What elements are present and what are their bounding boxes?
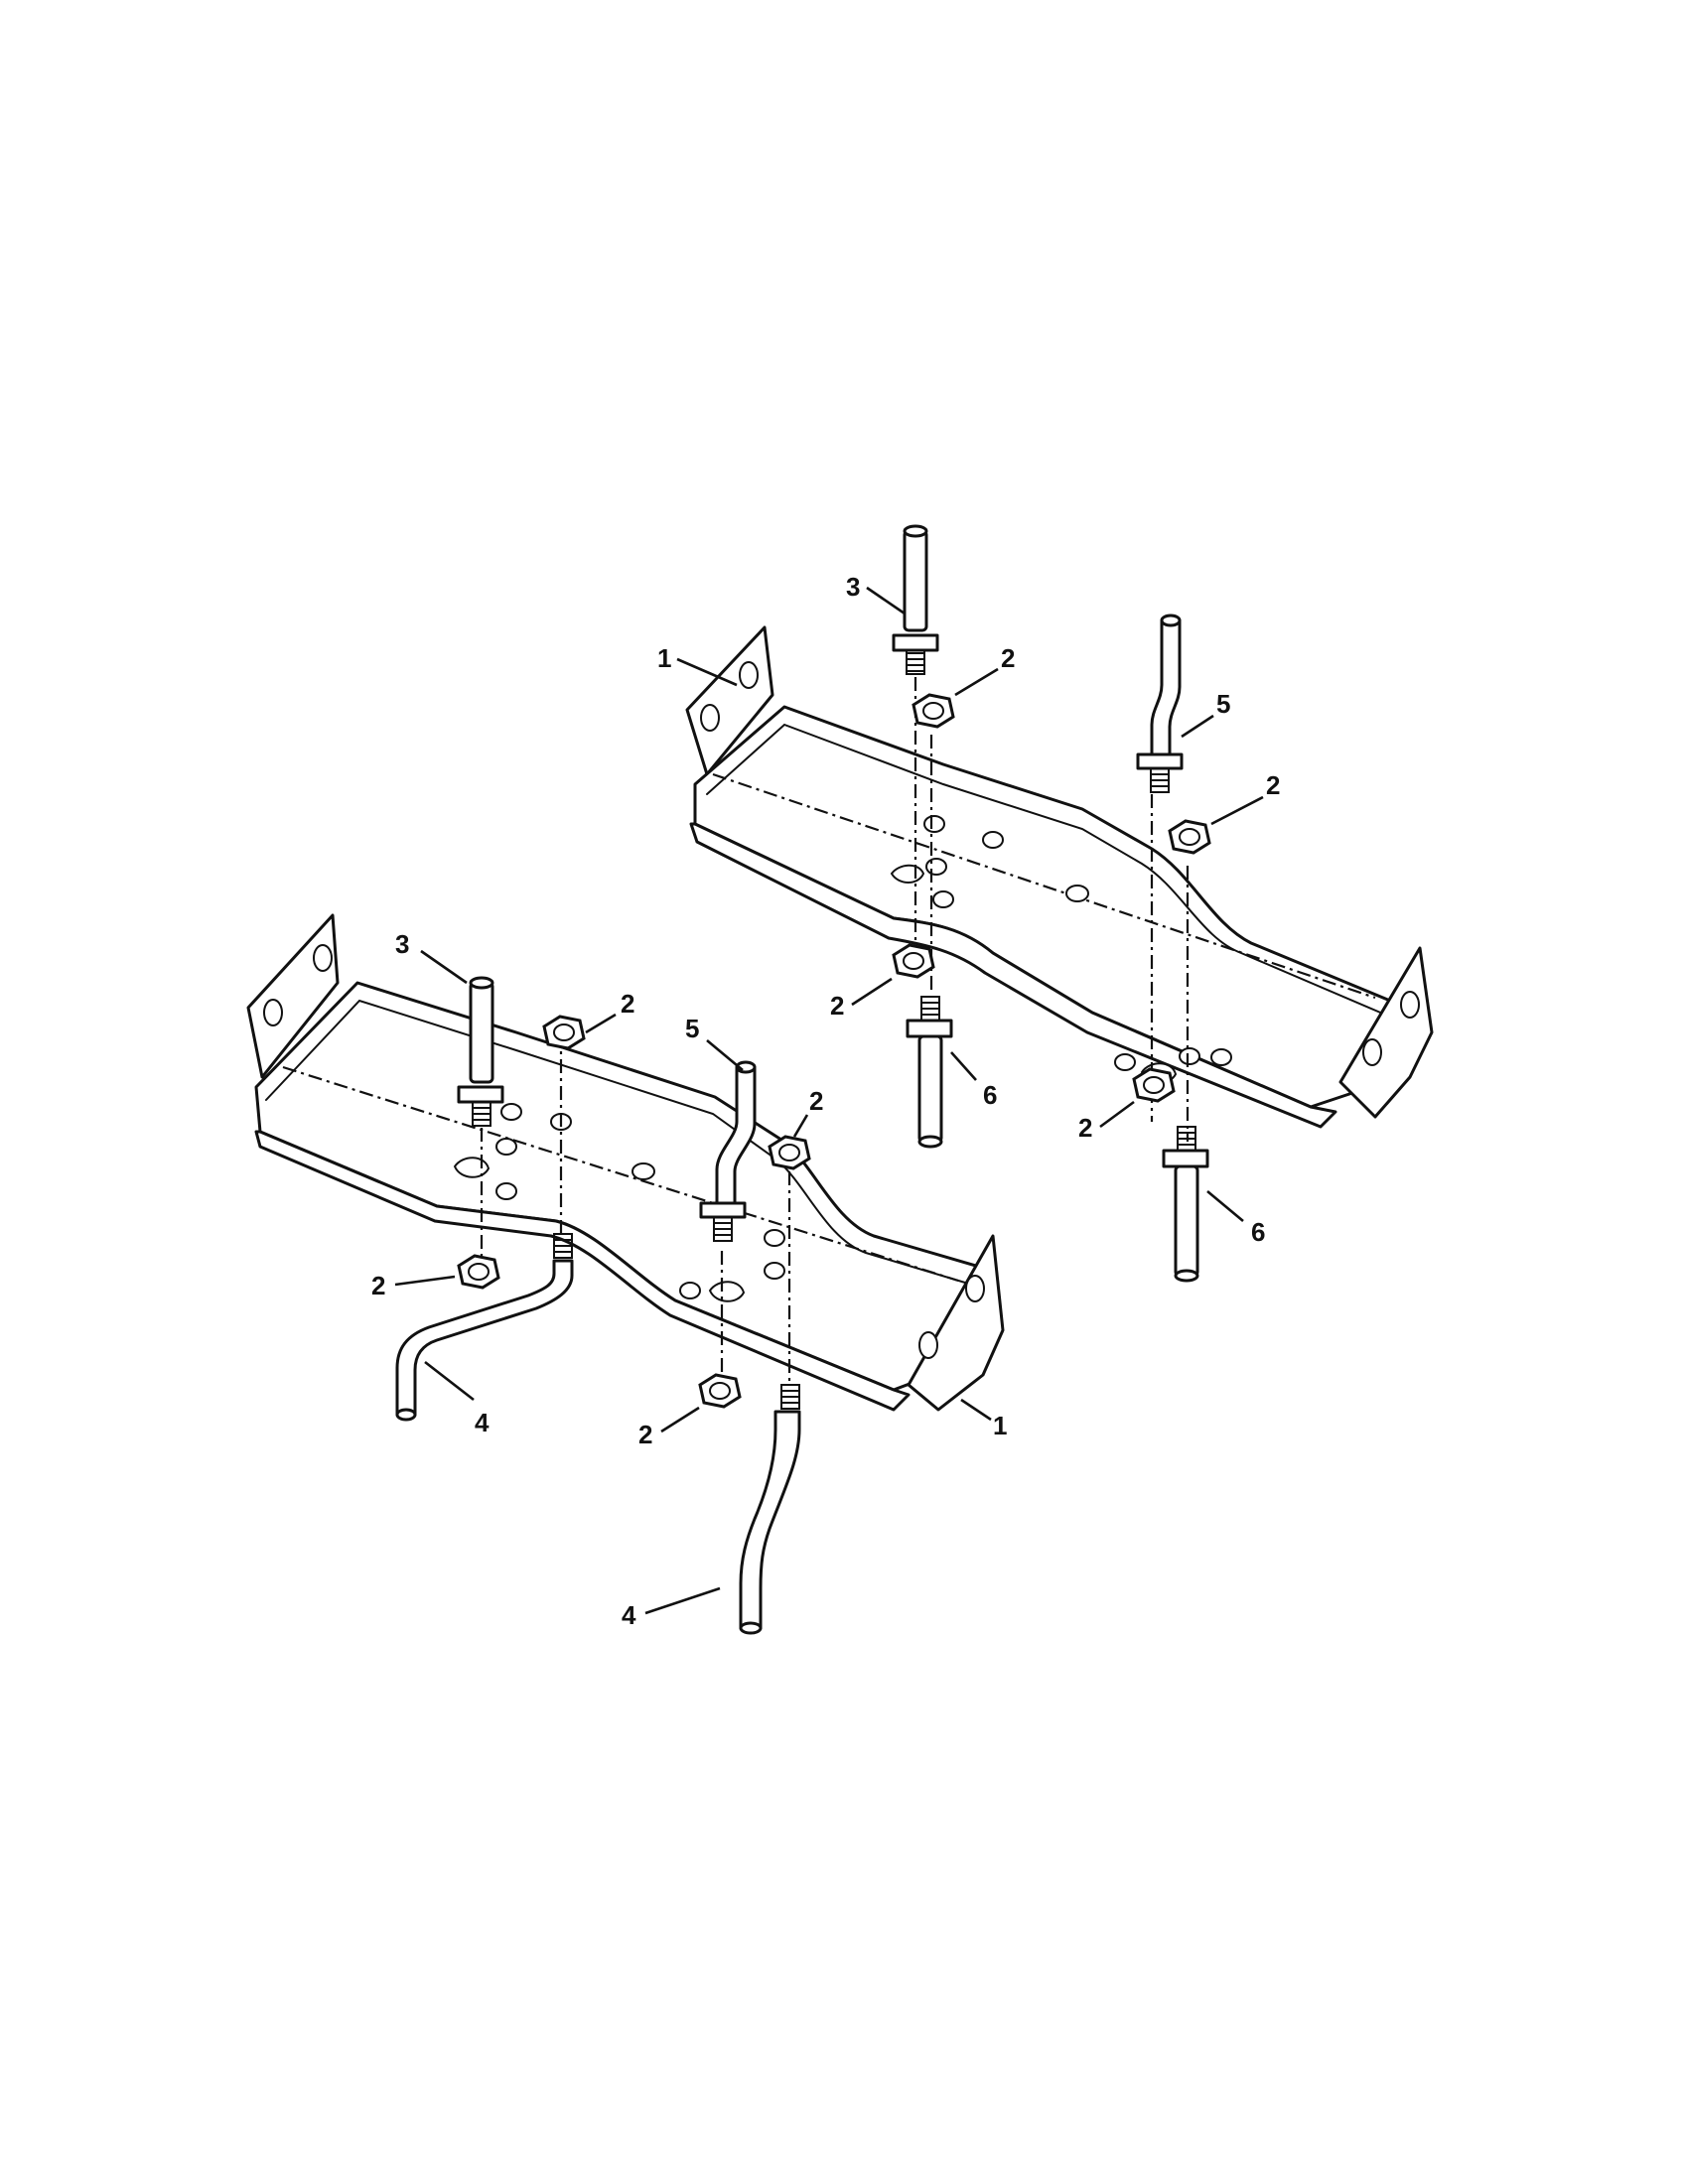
- rear-hex-nut-mid: [892, 943, 935, 979]
- front-bent-rod-right: [739, 1384, 801, 1635]
- callout-labels: 1 3 2 5 2 2 6 2 6 3 2 5 2 2 4 2 1 4: [371, 572, 1280, 1630]
- callout-rear-stud-lower-right: 6: [1251, 1217, 1265, 1247]
- callout-rear-nut-right-top: 2: [1266, 770, 1280, 800]
- callout-front-nut-left-bottom: 2: [371, 1271, 385, 1300]
- callout-rear-stud-bent: 5: [1216, 689, 1230, 719]
- callout-front-nut-right-top: 2: [809, 1086, 823, 1116]
- rear-hex-nut-top: [912, 693, 955, 729]
- leader-lines: [394, 586, 1264, 1615]
- callout-rear-bracket: 1: [657, 643, 671, 673]
- front-carriage-stud-upper: [457, 976, 504, 1127]
- callout-rear-stud-lower-left: 6: [983, 1080, 997, 1110]
- callout-rear-nut-top: 2: [1001, 643, 1015, 673]
- callout-rear-stud-upper: 3: [846, 572, 860, 602]
- rear-bent-stud: [1136, 614, 1184, 793]
- callout-rear-nut-mid: 2: [830, 991, 844, 1021]
- callout-front-bracket: 1: [993, 1411, 1007, 1440]
- callout-rear-nut-lower-right: 2: [1078, 1113, 1092, 1143]
- front-hex-nut-top: [542, 1015, 586, 1050]
- callout-front-nut-top: 2: [621, 989, 634, 1019]
- rear-stud-lower-right: [1162, 1126, 1209, 1283]
- rear-stud-lower-left: [906, 996, 953, 1149]
- front-bent-stud: [699, 1060, 757, 1242]
- rear-hex-nut-right-top: [1168, 819, 1211, 855]
- front-hex-nut-left-bottom: [457, 1254, 500, 1290]
- callout-front-rod-right: 4: [622, 1600, 636, 1630]
- callout-front-stud-bent: 5: [685, 1014, 699, 1043]
- callout-front-nut-bottom: 2: [638, 1420, 652, 1449]
- front-bent-rod-left: [395, 1233, 574, 1422]
- front-hex-nut-bottom: [698, 1373, 742, 1409]
- callout-front-rod-left: 4: [475, 1408, 490, 1437]
- rear-carriage-stud-upper: [892, 524, 939, 675]
- rear-hex-nut-lower-right: [1132, 1067, 1176, 1103]
- callout-front-stud-upper: 3: [395, 929, 409, 959]
- front-hex-nut-right-top: [768, 1135, 811, 1170]
- rear-mounting-bracket: [685, 625, 1434, 1129]
